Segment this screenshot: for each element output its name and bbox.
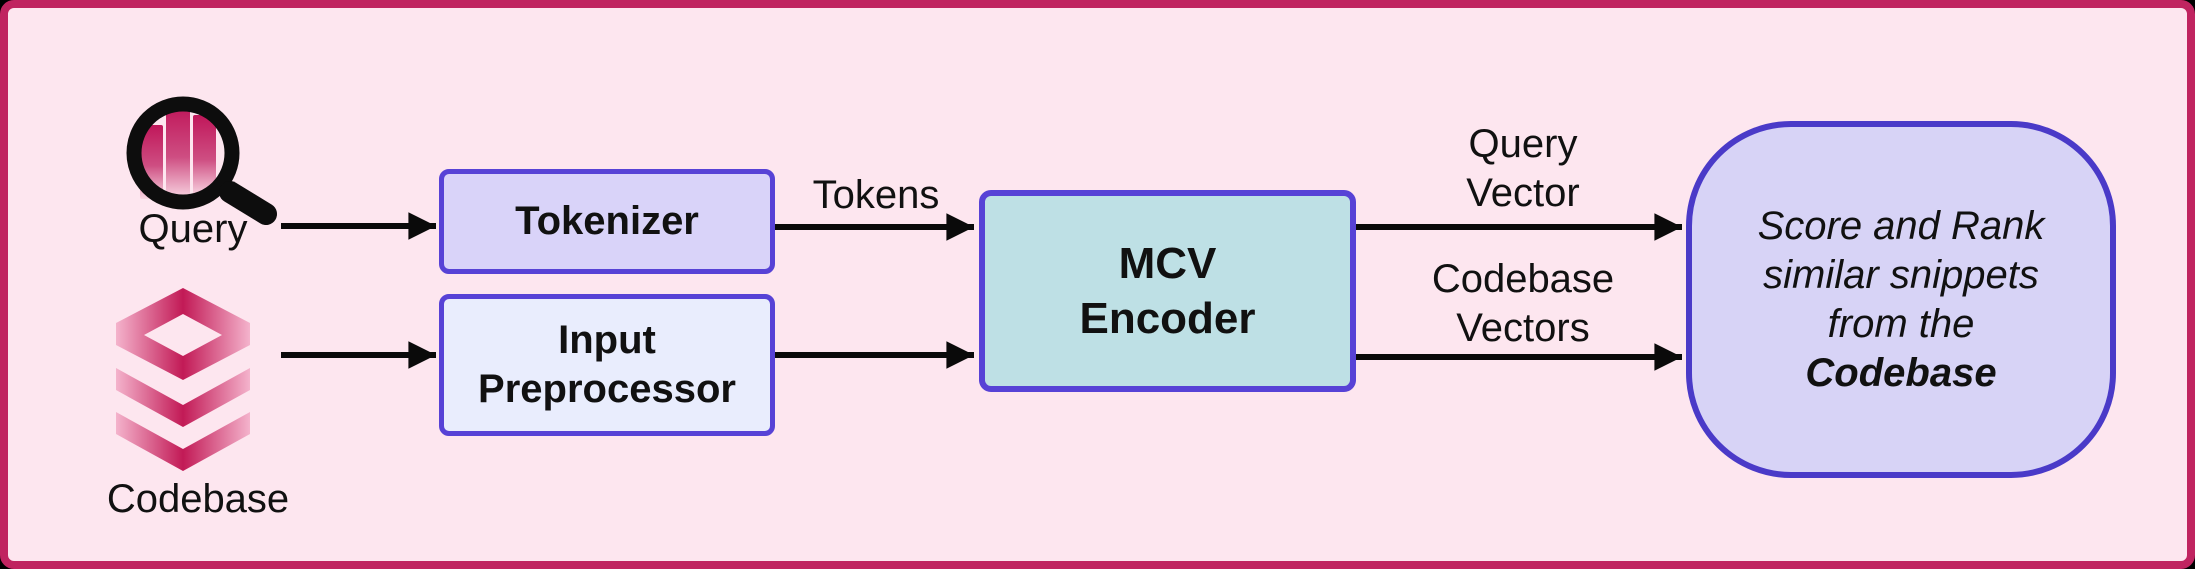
score-node-codebase-emphasis: Codebase: [1805, 350, 1997, 395]
query-vector-edge-label: Query Vector: [1403, 120, 1643, 218]
magnifier-bar-chart-icon: [126, 96, 277, 225]
codebase-vectors-label-line2: Vectors: [1456, 306, 1590, 350]
input-preprocessor-label-line1: Input: [558, 318, 656, 362]
input-preprocessor-node: Input Preprocessor: [439, 294, 775, 436]
layer-stack-icon: [116, 288, 250, 471]
mcv-encoder-node: MCV Encoder: [979, 190, 1356, 392]
query-vector-label-line2: Vector: [1466, 171, 1580, 215]
tokenizer-node-label: Tokenizer: [515, 199, 699, 243]
score-node-line3: from the: [1827, 301, 1975, 346]
score-node-line2: similar snippets: [1763, 252, 2039, 297]
query-input-label: Query: [138, 207, 248, 251]
input-preprocessor-label-line2: Preprocessor: [478, 367, 736, 411]
mcv-encoder-label-line1: MCV: [1118, 239, 1217, 288]
codebase-vectors-label-line1: Codebase: [1431, 257, 1615, 301]
tokenizer-node: Tokenizer: [439, 169, 775, 274]
score-node-line1: Score and Rank: [1757, 203, 2045, 248]
codebase-input-label: Codebase: [106, 477, 290, 521]
score-and-rank-node: Score and Rank similar snippets from the…: [1686, 121, 2116, 478]
query-vector-label-line1: Query: [1468, 122, 1578, 166]
tokens-edge-label: Tokens: [812, 173, 940, 217]
codebase-vectors-edge-label: Codebase Vectors: [1378, 255, 1668, 353]
mcv-encoder-label-line2: Encoder: [1079, 294, 1256, 343]
